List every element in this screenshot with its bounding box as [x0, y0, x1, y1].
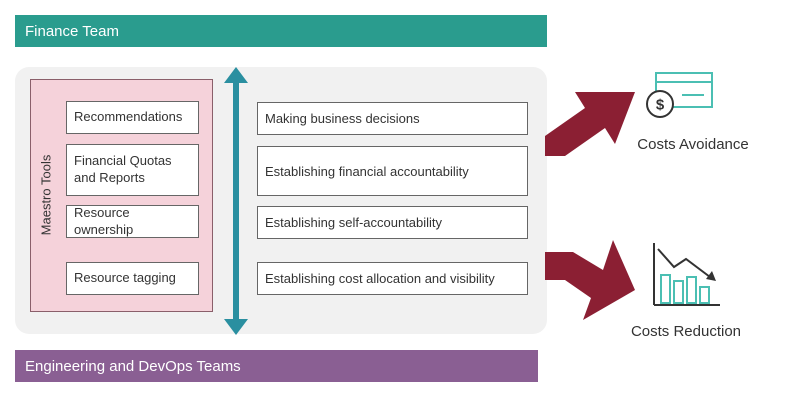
costs-reduction-label: Costs Reduction: [630, 323, 742, 340]
task-financial-accountability: Establishing financial accountability: [257, 146, 528, 196]
costs-avoidance-label: Costs Avoidance: [637, 136, 749, 153]
reduction-arrow-icon: [545, 240, 635, 320]
tool-recommendations: Recommendations: [66, 101, 199, 134]
engineering-devops-label: Engineering and DevOps Teams: [25, 357, 241, 375]
avoidance-arrow-icon: [545, 92, 635, 156]
task-cost-allocation: Establishing cost allocation and visibil…: [257, 262, 528, 295]
dollar-card-icon: $: [646, 72, 713, 118]
task-self-accountability: Establishing self-accountability: [257, 206, 528, 239]
tool-resource-ownership: Resource ownership: [66, 205, 199, 238]
declining-chart-icon: [653, 243, 720, 306]
svg-text:$: $: [656, 97, 665, 114]
maestro-tools-label: Maestro Tools: [38, 154, 54, 236]
finance-team-banner: Finance Team: [15, 15, 547, 47]
vertical-double-arrow-icon: [224, 67, 248, 335]
finance-team-label: Finance Team: [25, 22, 119, 40]
engineering-devops-banner: Engineering and DevOps Teams: [15, 350, 538, 382]
tool-resource-tagging: Resource tagging: [66, 262, 199, 295]
tool-financial-quotas: Financial Quotas and Reports: [66, 144, 199, 196]
task-business-decisions: Making business decisions: [257, 102, 528, 135]
